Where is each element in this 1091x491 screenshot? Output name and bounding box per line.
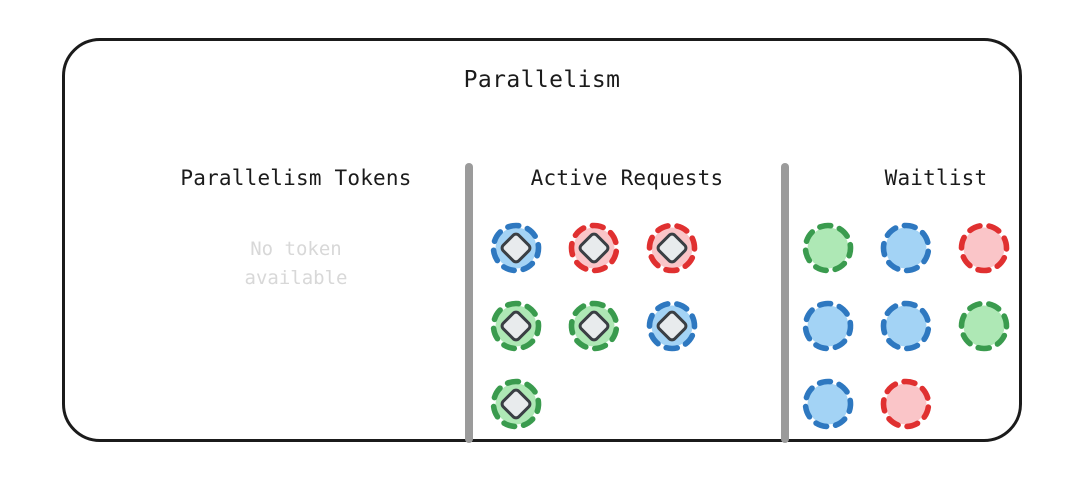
request-dashed-ring <box>880 222 932 274</box>
token-diamond-icon <box>656 232 688 264</box>
request-dashed-ring <box>646 300 698 352</box>
request-node-with-token[interactable] <box>565 219 623 277</box>
request-node-with-token[interactable] <box>643 219 701 277</box>
request-node-with-token[interactable] <box>487 297 545 355</box>
token-diamond-icon <box>656 310 688 342</box>
column-heading-active-requests: Active Requests <box>530 166 724 190</box>
request-node-with-token[interactable] <box>565 297 623 355</box>
request-dashed-ring <box>802 300 854 352</box>
request-dashed-ring <box>568 300 620 352</box>
token-diamond-icon <box>578 232 610 264</box>
request-disc <box>963 227 1005 269</box>
request-node-with-token[interactable] <box>487 219 545 277</box>
request-node[interactable] <box>877 297 935 355</box>
node-grid-active-requests <box>477 219 777 433</box>
request-disc <box>885 383 927 425</box>
node-grid-waitlist <box>791 219 1081 433</box>
token-diamond-icon <box>500 388 532 420</box>
request-node[interactable] <box>955 297 1013 355</box>
request-dashed-ring <box>958 300 1010 352</box>
token-diamond-icon <box>500 310 532 342</box>
request-dashed-ring <box>958 222 1010 274</box>
no-token-available-note: No token available <box>244 238 348 290</box>
divider-active-waitlist <box>781 163 789 443</box>
divider-tokens-active <box>465 163 473 443</box>
request-dashed-ring <box>880 378 932 430</box>
column-heading-parallelism-tokens: Parallelism Tokens <box>180 166 412 190</box>
request-disc <box>807 305 849 347</box>
request-node[interactable] <box>799 375 857 433</box>
request-node-with-token[interactable] <box>643 297 701 355</box>
request-dashed-ring <box>802 378 854 430</box>
parallelism-panel: Parallelism Parallelism Tokens No token … <box>62 38 1022 443</box>
request-dashed-ring <box>568 222 620 274</box>
request-disc <box>885 227 927 269</box>
column-heading-waitlist: Waitlist <box>884 166 988 190</box>
request-disc <box>807 227 849 269</box>
request-node[interactable] <box>955 219 1013 277</box>
request-dashed-ring <box>490 300 542 352</box>
column-waitlist: Waitlist <box>791 163 1081 433</box>
request-node[interactable] <box>799 219 857 277</box>
token-diamond-icon <box>578 310 610 342</box>
token-diamond-icon <box>500 232 532 264</box>
request-node-with-token[interactable] <box>487 375 545 433</box>
request-dashed-ring <box>880 300 932 352</box>
request-node[interactable] <box>877 219 935 277</box>
request-dashed-ring <box>646 222 698 274</box>
request-dashed-ring <box>802 222 854 274</box>
column-active-requests: Active Requests <box>477 163 777 433</box>
page-title: Parallelism <box>463 67 621 93</box>
request-disc <box>963 305 1005 347</box>
request-disc <box>885 305 927 347</box>
request-dashed-ring <box>490 378 542 430</box>
request-disc <box>807 383 849 425</box>
request-dashed-ring <box>490 222 542 274</box>
request-node[interactable] <box>877 375 935 433</box>
request-node[interactable] <box>799 297 857 355</box>
column-parallelism-tokens: Parallelism Tokens No token available <box>131 163 461 320</box>
